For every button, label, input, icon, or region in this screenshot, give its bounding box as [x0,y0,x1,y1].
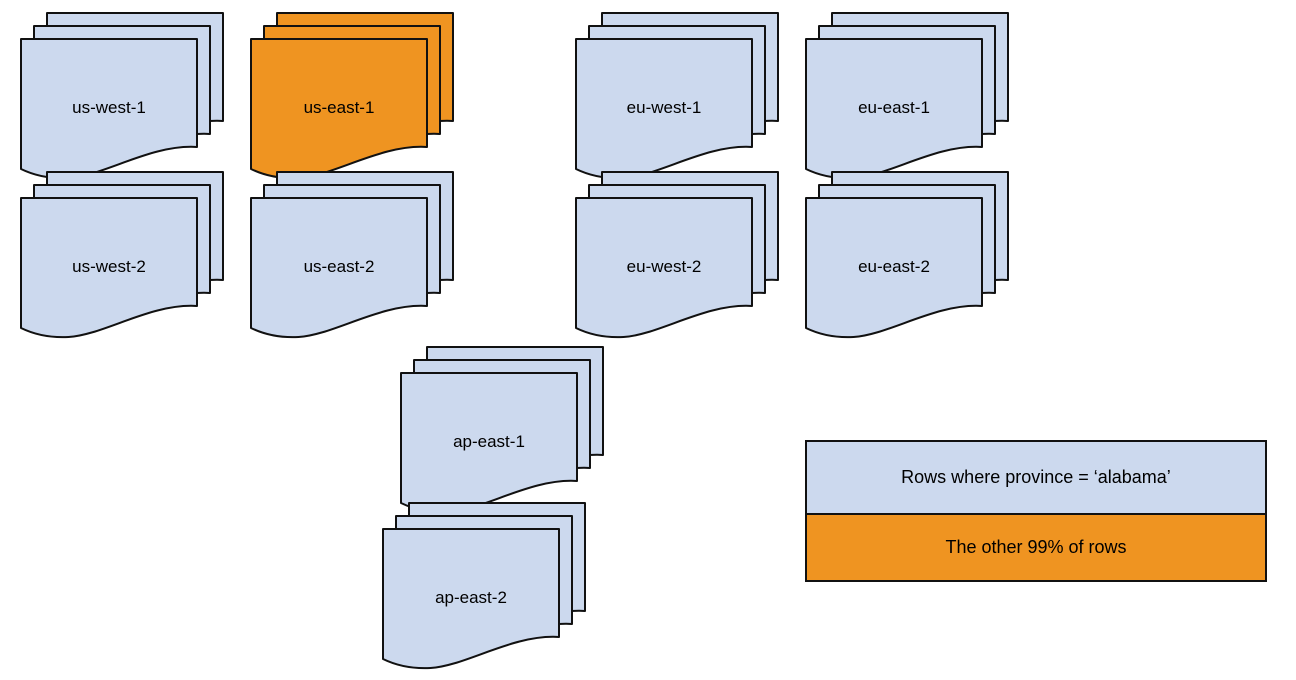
document-stack-label-ap-east-2: ap-east-2 [435,588,507,607]
document-stack-us-west-2[interactable]: us-west-2 [20,171,226,339]
document-sheet-3 [805,197,983,339]
document-stack-shape [20,12,224,180]
document-stack-eu-west-2[interactable]: eu-west-2 [575,171,781,339]
document-sheet-3 [20,197,198,339]
document-stack-shape [575,12,779,180]
document-stack-shape [250,12,454,180]
document-stack-ap-east-1[interactable]: ap-east-1 [400,346,606,514]
document-stack-label-us-east-1: us-east-1 [303,98,375,117]
document-sheet-3 [382,528,560,670]
document-stack-label-ap-east-1: ap-east-1 [453,432,525,451]
document-stack-label-us-east-2: us-east-2 [303,257,375,276]
document-sheet-path [20,197,198,339]
document-stack-shape [805,171,1009,339]
document-stack-shape [382,502,586,670]
legend-item-label: The other 99% of rows [945,537,1127,557]
document-stack-shape [575,171,779,339]
document-stack-us-west-1[interactable]: us-west-1 [20,12,226,180]
document-stack-shape [20,171,224,339]
document-stack-label-eu-west-1: eu-west-1 [626,98,702,117]
document-stack-label-eu-west-2: eu-west-2 [626,257,702,276]
document-sheet-path [575,197,753,339]
legend-item-blue: Rows where province = ‘alabama’ [807,442,1265,515]
document-sheet-path [250,197,428,339]
document-stack-label-us-west-1: us-west-1 [72,98,146,117]
document-sheet-path [382,528,560,670]
document-stack-label-eu-east-1: eu-east-1 [858,98,930,117]
document-stack-shape [400,346,604,514]
document-sheet-path [805,197,983,339]
document-stack-us-east-1[interactable]: us-east-1 [250,12,456,180]
legend-item-label: Rows where province = ‘alabama’ [901,467,1171,487]
legend-item-orange: The other 99% of rows [807,515,1265,580]
document-stack-ap-east-2[interactable]: ap-east-2 [382,502,588,670]
document-stack-label-eu-east-2: eu-east-2 [858,257,930,276]
document-stack-shape [250,171,454,339]
document-stack-eu-east-1[interactable]: eu-east-1 [805,12,1011,180]
document-sheet-3 [575,197,753,339]
document-sheet-3 [250,197,428,339]
document-stack-shape [805,12,1009,180]
document-stack-eu-west-1[interactable]: eu-west-1 [575,12,781,180]
document-stack-label-us-west-2: us-west-2 [72,257,146,276]
legend: Rows where province = ‘alabama’ The other… [805,440,1267,582]
document-stack-eu-east-2[interactable]: eu-east-2 [805,171,1011,339]
document-stack-us-east-2[interactable]: us-east-2 [250,171,456,339]
